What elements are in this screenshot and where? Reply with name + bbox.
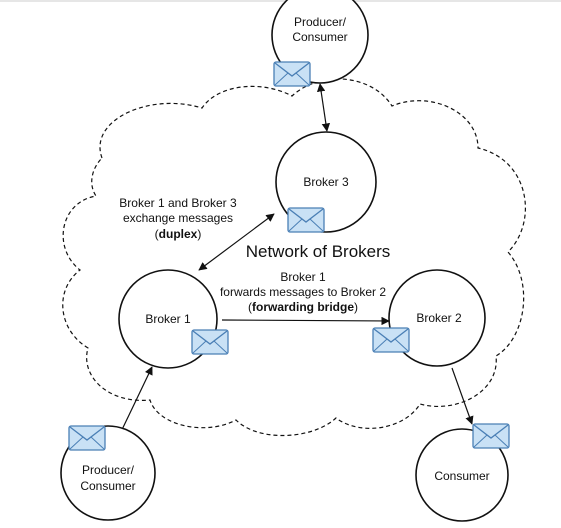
envelope-icon: [191, 329, 229, 355]
network-title: Network of Brokers: [246, 242, 391, 261]
producer-bottom-label-line1: Producer/: [82, 463, 135, 477]
envelope-icon: [273, 61, 311, 87]
forward-annotation-line3: (forwarding bridge): [248, 300, 358, 314]
arrow-broker1-producer-bottom: [117, 366, 153, 439]
producer-consumer-top-node: Producer/ Consumer: [271, 0, 369, 87]
envelope-icon: [472, 423, 510, 449]
consumer-label: Consumer: [434, 469, 489, 483]
producer-bottom-label-line2: Consumer: [80, 479, 135, 493]
duplex-annotation-line2: exchange messages: [123, 211, 233, 225]
duplex-annotation-line1: Broker 1 and Broker 3: [119, 196, 237, 210]
broker3-node: Broker 3: [275, 131, 377, 233]
arrow-producer-broker3: [316, 83, 331, 132]
producer-top-label-line1: Producer/: [294, 15, 347, 29]
producer-top-label-line2: Consumer: [292, 30, 347, 44]
envelope-icon: [372, 327, 410, 353]
broker3-label: Broker 3: [303, 175, 349, 189]
envelope-icon: [68, 425, 106, 451]
broker2-label: Broker 2: [416, 311, 462, 325]
broker2-node: Broker 2: [372, 269, 486, 367]
producer-consumer-bottom-node: Producer/ Consumer: [60, 425, 156, 521]
forwarding-annotation: Broker 1 forwards messages to Broker 2 (…: [220, 270, 386, 314]
arrow-broker1-broker2-forward: [221, 316, 390, 326]
duplex-annotation: Broker 1 and Broker 3 exchange messages …: [119, 196, 237, 241]
envelope-icon: [287, 207, 325, 233]
broker1-node: Broker 1: [118, 269, 229, 369]
arrow-broker2-consumer: [451, 367, 474, 425]
consumer-node: Consumer: [415, 423, 510, 522]
broker1-label: Broker 1: [145, 312, 191, 326]
arrow-broker3-broker1-duplex: [198, 213, 275, 271]
duplex-annotation-line3: (duplex): [155, 227, 202, 241]
forward-annotation-line2: forwards messages to Broker 2: [220, 285, 386, 299]
forward-annotation-line1: Broker 1: [280, 270, 326, 284]
